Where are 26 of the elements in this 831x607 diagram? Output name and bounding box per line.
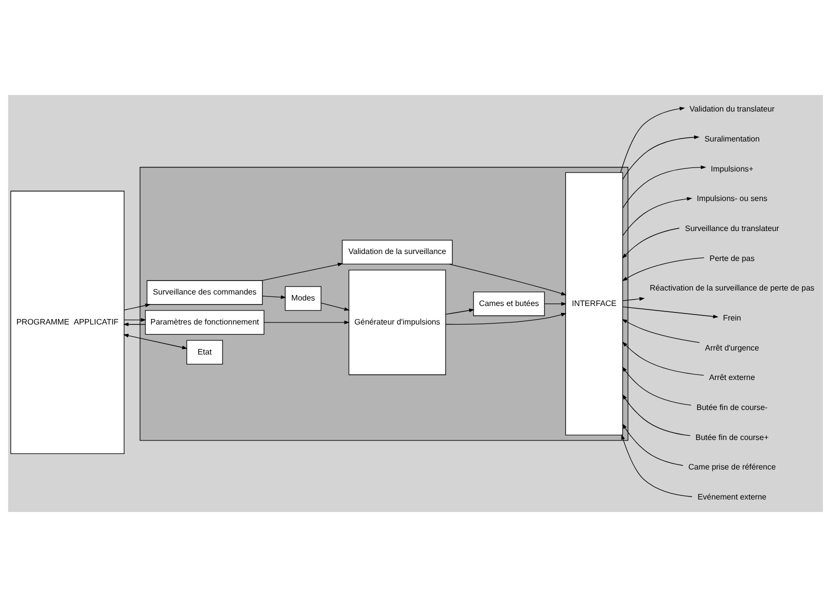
arrow <box>622 306 718 318</box>
arrow <box>262 262 344 281</box>
arrow <box>124 318 146 322</box>
arrow <box>264 320 350 324</box>
arrow <box>622 366 692 406</box>
arrow <box>622 342 704 376</box>
arrow <box>124 304 151 310</box>
arrow <box>622 319 700 343</box>
arrow <box>622 165 706 208</box>
arrow <box>622 228 680 259</box>
arrow <box>620 106 685 173</box>
arrow <box>445 312 566 325</box>
arrow <box>622 135 700 180</box>
arrow <box>621 434 692 498</box>
arrow <box>544 302 567 306</box>
arrow <box>448 264 567 296</box>
arrow <box>320 302 350 311</box>
arrow <box>123 334 188 350</box>
arrow <box>262 295 286 300</box>
arrow <box>622 257 704 282</box>
arrow <box>622 297 645 302</box>
arrow <box>622 424 684 466</box>
arrow <box>622 394 691 436</box>
arrow <box>622 196 692 236</box>
arrow <box>123 322 146 326</box>
arrow <box>445 308 474 315</box>
